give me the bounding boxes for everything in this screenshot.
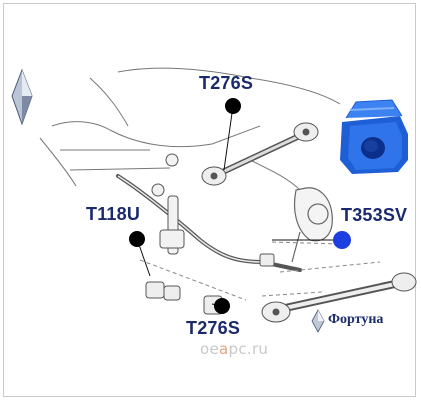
marker-bottom-arm — [214, 298, 230, 314]
stabilizer-link — [151, 153, 185, 255]
upper-control-arm — [201, 122, 319, 186]
watermark-suffix: pc — [228, 340, 247, 358]
subframe-outline — [39, 67, 341, 191]
stabilizer-bar-inner — [117, 175, 263, 263]
watermark: oeapc.ru — [200, 340, 268, 358]
marker-stabilizer-bushing — [333, 231, 351, 249]
label-stabilizer-link: T118U — [86, 204, 141, 224]
image-frame — [3, 3, 416, 397]
label-stabilizer-bushing: T353SV — [341, 205, 408, 225]
watermark-tld: .ru — [246, 340, 269, 358]
knuckle — [291, 187, 333, 263]
marker-stabilizer-link — [129, 231, 145, 247]
reference-lines — [139, 241, 381, 301]
brand-name: Фортуна — [328, 312, 384, 327]
brand-diamond-icon — [311, 309, 325, 333]
label-top-right-arm: T276S — [199, 73, 254, 93]
diamond-logo-icon — [11, 68, 33, 126]
stabilizer-bushing-photo — [340, 99, 408, 174]
label-bottom-arm: T276S — [186, 318, 241, 338]
watermark-accent: a — [219, 340, 229, 358]
lower-bushings — [145, 253, 275, 315]
lower-control-arm — [261, 272, 417, 323]
watermark-prefix: oe — [200, 340, 220, 358]
marker-top-right-arm — [225, 98, 241, 114]
